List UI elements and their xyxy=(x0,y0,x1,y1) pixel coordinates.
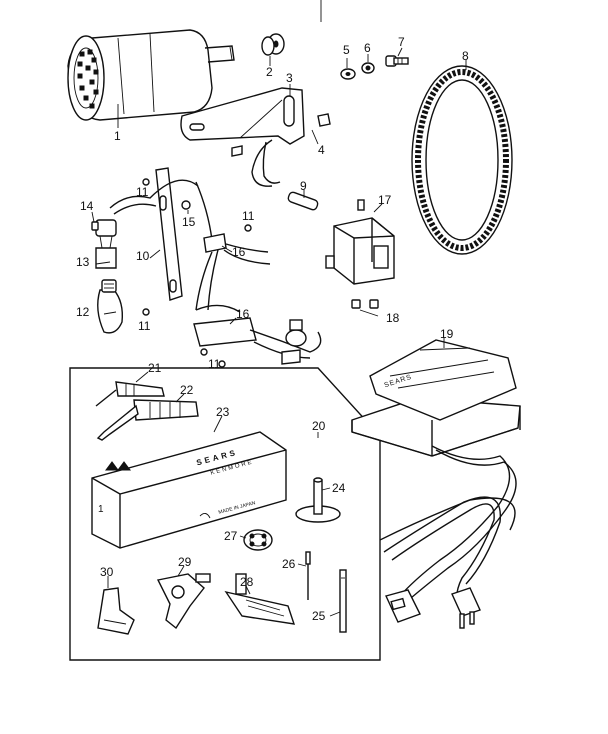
drive-belt xyxy=(411,65,513,255)
callout-15: 15 xyxy=(182,215,196,229)
callout-16-lower: 16 xyxy=(236,307,250,321)
callout-10: 10 xyxy=(136,249,150,263)
callout-17: 17 xyxy=(378,193,392,207)
lamp-wiring xyxy=(109,179,213,241)
callout-30: 30 xyxy=(100,565,114,579)
lamp-bracket xyxy=(155,167,183,301)
callout-21: 21 xyxy=(148,361,162,375)
case-side-mark: 1 xyxy=(98,504,104,515)
buttonhole-foot xyxy=(156,573,211,630)
callout-7: 7 xyxy=(398,35,405,49)
lock-washer xyxy=(361,62,375,74)
callout-11-right: 11 xyxy=(242,209,255,223)
switch-screws xyxy=(351,299,379,309)
leader-lines xyxy=(91,47,467,617)
accessory-case xyxy=(91,431,287,549)
bracket-screws xyxy=(231,113,331,157)
presser-foot xyxy=(97,587,135,635)
callout-8: 8 xyxy=(462,49,469,63)
machine-plug xyxy=(385,589,421,623)
callout-22: 22 xyxy=(180,383,194,397)
screw xyxy=(385,55,409,67)
callout-18: 18 xyxy=(386,311,400,325)
terminal-block xyxy=(193,304,322,365)
callout-5: 5 xyxy=(343,43,350,57)
small-screws xyxy=(91,178,252,368)
callout-14: 14 xyxy=(80,199,94,213)
callout-11-lower: 11 xyxy=(138,319,151,333)
large-screwdriver xyxy=(96,399,199,441)
spool-pin xyxy=(295,477,341,523)
wall-plug xyxy=(451,587,481,629)
light-bulb xyxy=(97,279,124,334)
callout-11-upper: 11 xyxy=(136,185,149,199)
motor xyxy=(67,29,235,121)
callout-20: 20 xyxy=(312,419,326,433)
zipper-foot xyxy=(224,573,296,625)
callout-27: 27 xyxy=(224,529,238,543)
accessory-box-outline xyxy=(69,367,381,661)
callout-29: 29 xyxy=(178,555,192,569)
motor-lead xyxy=(251,139,319,211)
callout-11-bottom: 11 xyxy=(208,357,221,371)
callout-9: 9 xyxy=(300,179,307,193)
callout-28: 28 xyxy=(240,575,254,589)
lamp-socket xyxy=(95,219,117,269)
motor-bracket xyxy=(180,87,305,145)
washer xyxy=(340,68,356,80)
switch xyxy=(325,199,395,285)
callout-3: 3 xyxy=(286,71,293,85)
callout-1: 1 xyxy=(114,129,121,143)
callout-23: 23 xyxy=(216,405,230,419)
callout-6: 6 xyxy=(364,41,371,55)
callout-25: 25 xyxy=(312,609,326,623)
callout-19: 19 xyxy=(440,327,454,341)
callout-13: 13 xyxy=(76,255,90,269)
callout-16-upper: 16 xyxy=(232,245,246,259)
callout-12: 12 xyxy=(76,305,90,319)
pulley xyxy=(261,33,285,56)
power-cord xyxy=(379,445,517,607)
bobbin xyxy=(243,529,273,551)
callout-2: 2 xyxy=(266,65,273,79)
foot-control xyxy=(351,339,521,457)
callout-24: 24 xyxy=(332,481,346,495)
small-screwdriver xyxy=(95,381,165,407)
needle xyxy=(305,551,311,600)
callout-26: 26 xyxy=(282,557,296,571)
callout-4: 4 xyxy=(318,143,325,157)
rod xyxy=(339,569,347,633)
